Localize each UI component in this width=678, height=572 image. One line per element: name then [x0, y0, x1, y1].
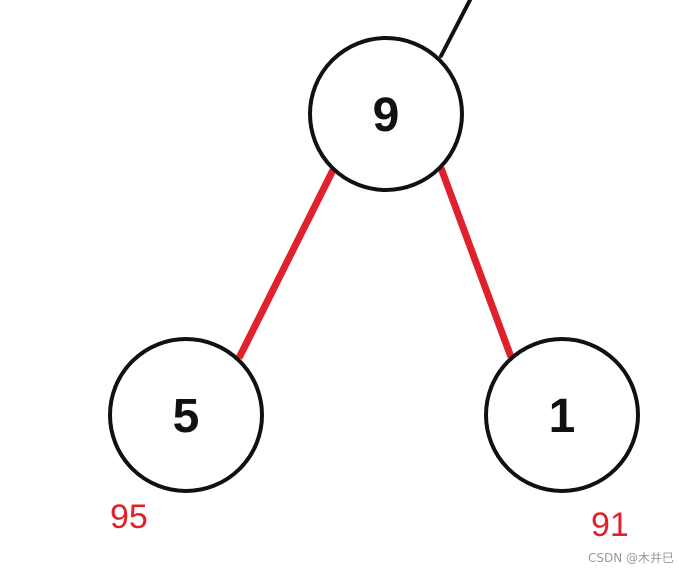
node-circle: [108, 337, 264, 493]
node-circle: [484, 337, 640, 493]
right-node-annotation: 91: [591, 506, 629, 544]
edge-root-to-right: [437, 166, 515, 359]
tree-node-right: 1: [484, 337, 640, 493]
tree-node-root: 9: [308, 36, 464, 192]
node-circle: [308, 36, 464, 192]
edge-root-to-parent: [439, 0, 472, 58]
node-label: 5: [173, 390, 200, 443]
edge-root-to-left: [235, 168, 337, 360]
tree-node-left: 5: [108, 337, 264, 493]
left-node-annotation: 95: [110, 498, 148, 536]
node-label: 1: [549, 390, 576, 443]
node-label: 9: [373, 89, 400, 142]
watermark-text: CSDN @木井巳: [588, 551, 675, 565]
